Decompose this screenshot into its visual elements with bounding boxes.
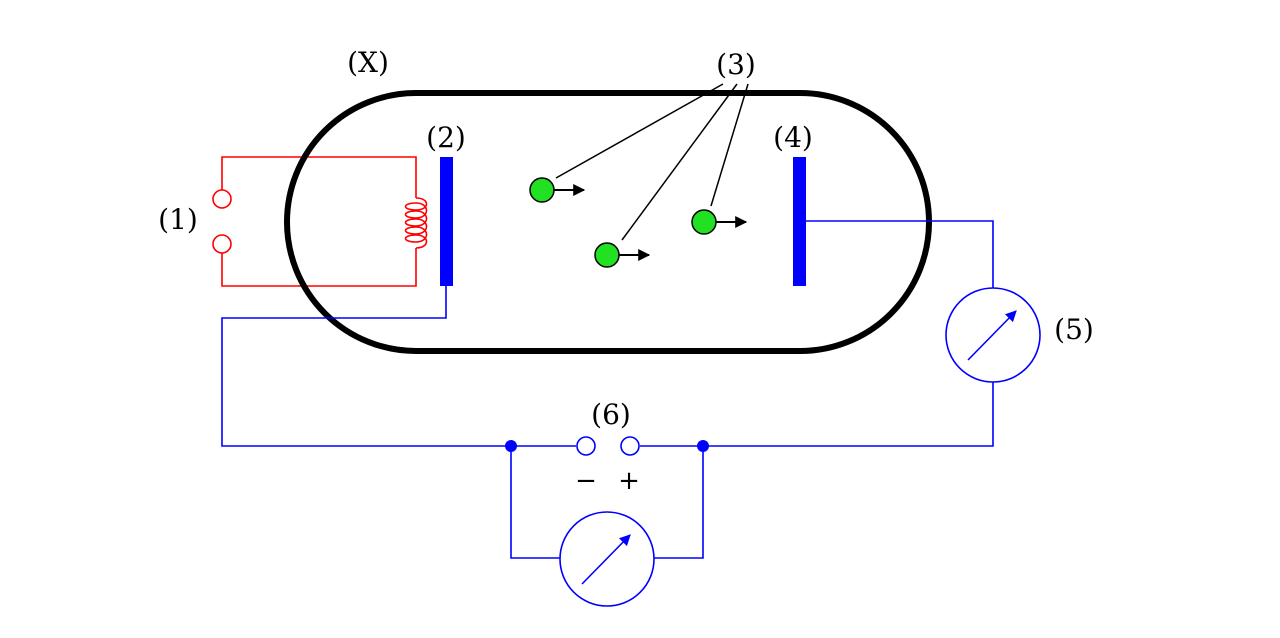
voltmeter-needle-icon xyxy=(581,534,631,585)
voltmeter-dial-icon xyxy=(559,511,655,607)
heater-terminal-bottom xyxy=(212,234,232,254)
heater-terminal-top xyxy=(212,189,232,209)
voltmeter xyxy=(559,511,655,607)
label-anode: (4) xyxy=(773,121,813,154)
label-positive: + xyxy=(618,466,640,496)
electron-3 xyxy=(691,209,748,235)
junction-left xyxy=(505,440,517,452)
label-tube: (X) xyxy=(347,46,389,79)
electron-1 xyxy=(529,177,586,203)
electron-leader-lines xyxy=(555,83,749,241)
label-electrons: (3) xyxy=(716,48,756,81)
heater-circuit xyxy=(212,156,428,287)
external-circuit xyxy=(221,220,994,559)
cathode-plate xyxy=(440,157,453,286)
vacuum-tube xyxy=(284,90,932,354)
label-power-source: (6) xyxy=(591,398,631,431)
electron-2 xyxy=(594,242,651,268)
junction-right xyxy=(697,440,709,452)
ammeter-dial-icon xyxy=(945,287,1041,383)
label-cathode: (2) xyxy=(426,121,466,154)
power-terminal-negative xyxy=(576,436,596,456)
label-ammeter: (5) xyxy=(1054,313,1094,346)
label-heater: (1) xyxy=(158,203,198,236)
anode-plate xyxy=(793,157,806,286)
heater-coil-icon xyxy=(404,197,428,249)
ammeter xyxy=(945,287,1041,383)
label-negative: − xyxy=(575,466,597,496)
power-terminal-positive xyxy=(620,436,640,456)
ammeter-needle-icon xyxy=(967,310,1017,361)
